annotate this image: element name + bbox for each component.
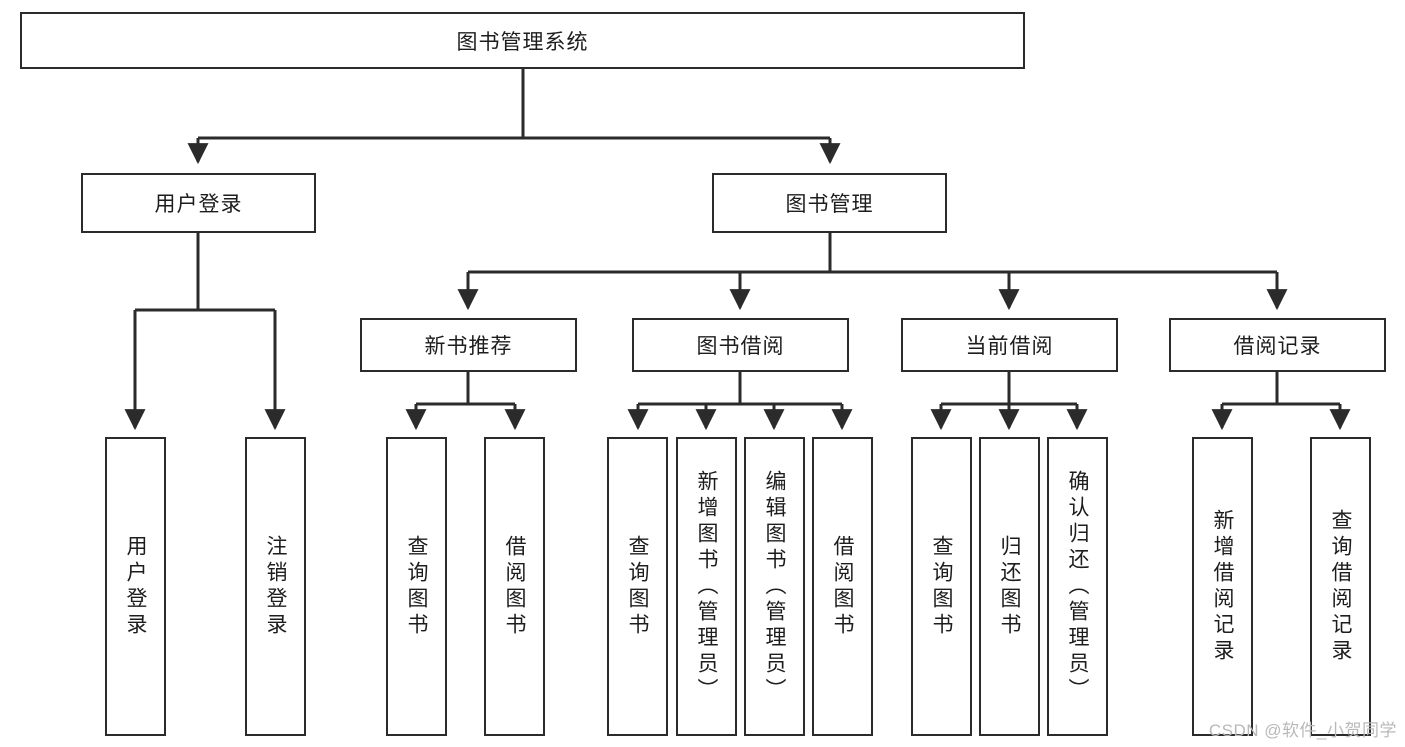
node-label: 查询图书 (930, 534, 953, 639)
leaf-edit-book-admin[interactable]: 编辑图书（管理员） (744, 437, 805, 736)
node-label: 图书管理 (785, 193, 874, 216)
node-label: 借阅图书 (503, 534, 526, 639)
leaf-query-borrow-record[interactable]: 查询借阅记录 (1310, 437, 1371, 736)
node-new-book-recommend[interactable]: 新书推荐 (360, 318, 577, 372)
node-label: 图书借阅 (696, 335, 785, 358)
leaf-borrow-book-recommend[interactable]: 借阅图书 (484, 437, 545, 736)
node-label: 新书推荐 (424, 335, 513, 358)
node-label: 归还图书 (998, 534, 1021, 639)
leaf-add-borrow-record[interactable]: 新增借阅记录 (1192, 437, 1253, 736)
node-label: 确认归还（管理员） (1066, 469, 1089, 704)
node-root-book-management-system[interactable]: 图书管理系统 (20, 12, 1025, 69)
leaf-query-book-borrow[interactable]: 查询图书 (607, 437, 668, 736)
node-book-borrow[interactable]: 图书借阅 (632, 318, 849, 372)
node-label: 查询图书 (626, 534, 649, 639)
node-label: 用户登录 (154, 193, 243, 216)
node-label: 新增借阅记录 (1211, 508, 1234, 665)
node-current-borrow[interactable]: 当前借阅 (901, 318, 1118, 372)
leaf-borrow-book[interactable]: 借阅图书 (812, 437, 873, 736)
leaf-query-book-recommend[interactable]: 查询图书 (386, 437, 447, 736)
node-label: 借阅图书 (831, 534, 854, 639)
node-book-management[interactable]: 图书管理 (712, 173, 947, 233)
node-label: 注销登录 (264, 534, 287, 639)
node-borrow-record[interactable]: 借阅记录 (1169, 318, 1386, 372)
node-label: 编辑图书（管理员） (763, 469, 786, 704)
leaf-add-book-admin[interactable]: 新增图书（管理员） (676, 437, 737, 736)
node-user-login[interactable]: 用户登录 (81, 173, 316, 233)
node-label: 查询借阅记录 (1329, 508, 1352, 665)
node-label: 图书管理系统 (456, 30, 589, 54)
leaf-logout[interactable]: 注销登录 (245, 437, 306, 736)
node-label: 借阅记录 (1233, 335, 1322, 358)
leaf-confirm-return-admin[interactable]: 确认归还（管理员） (1047, 437, 1108, 736)
leaf-return-book[interactable]: 归还图书 (979, 437, 1040, 736)
node-label: 查询图书 (405, 534, 428, 639)
node-label: 用户登录 (124, 534, 147, 639)
node-label: 新增图书（管理员） (695, 469, 718, 704)
node-label: 当前借阅 (965, 335, 1054, 358)
leaf-query-book-current[interactable]: 查询图书 (911, 437, 972, 736)
leaf-user-login[interactable]: 用户登录 (105, 437, 166, 736)
